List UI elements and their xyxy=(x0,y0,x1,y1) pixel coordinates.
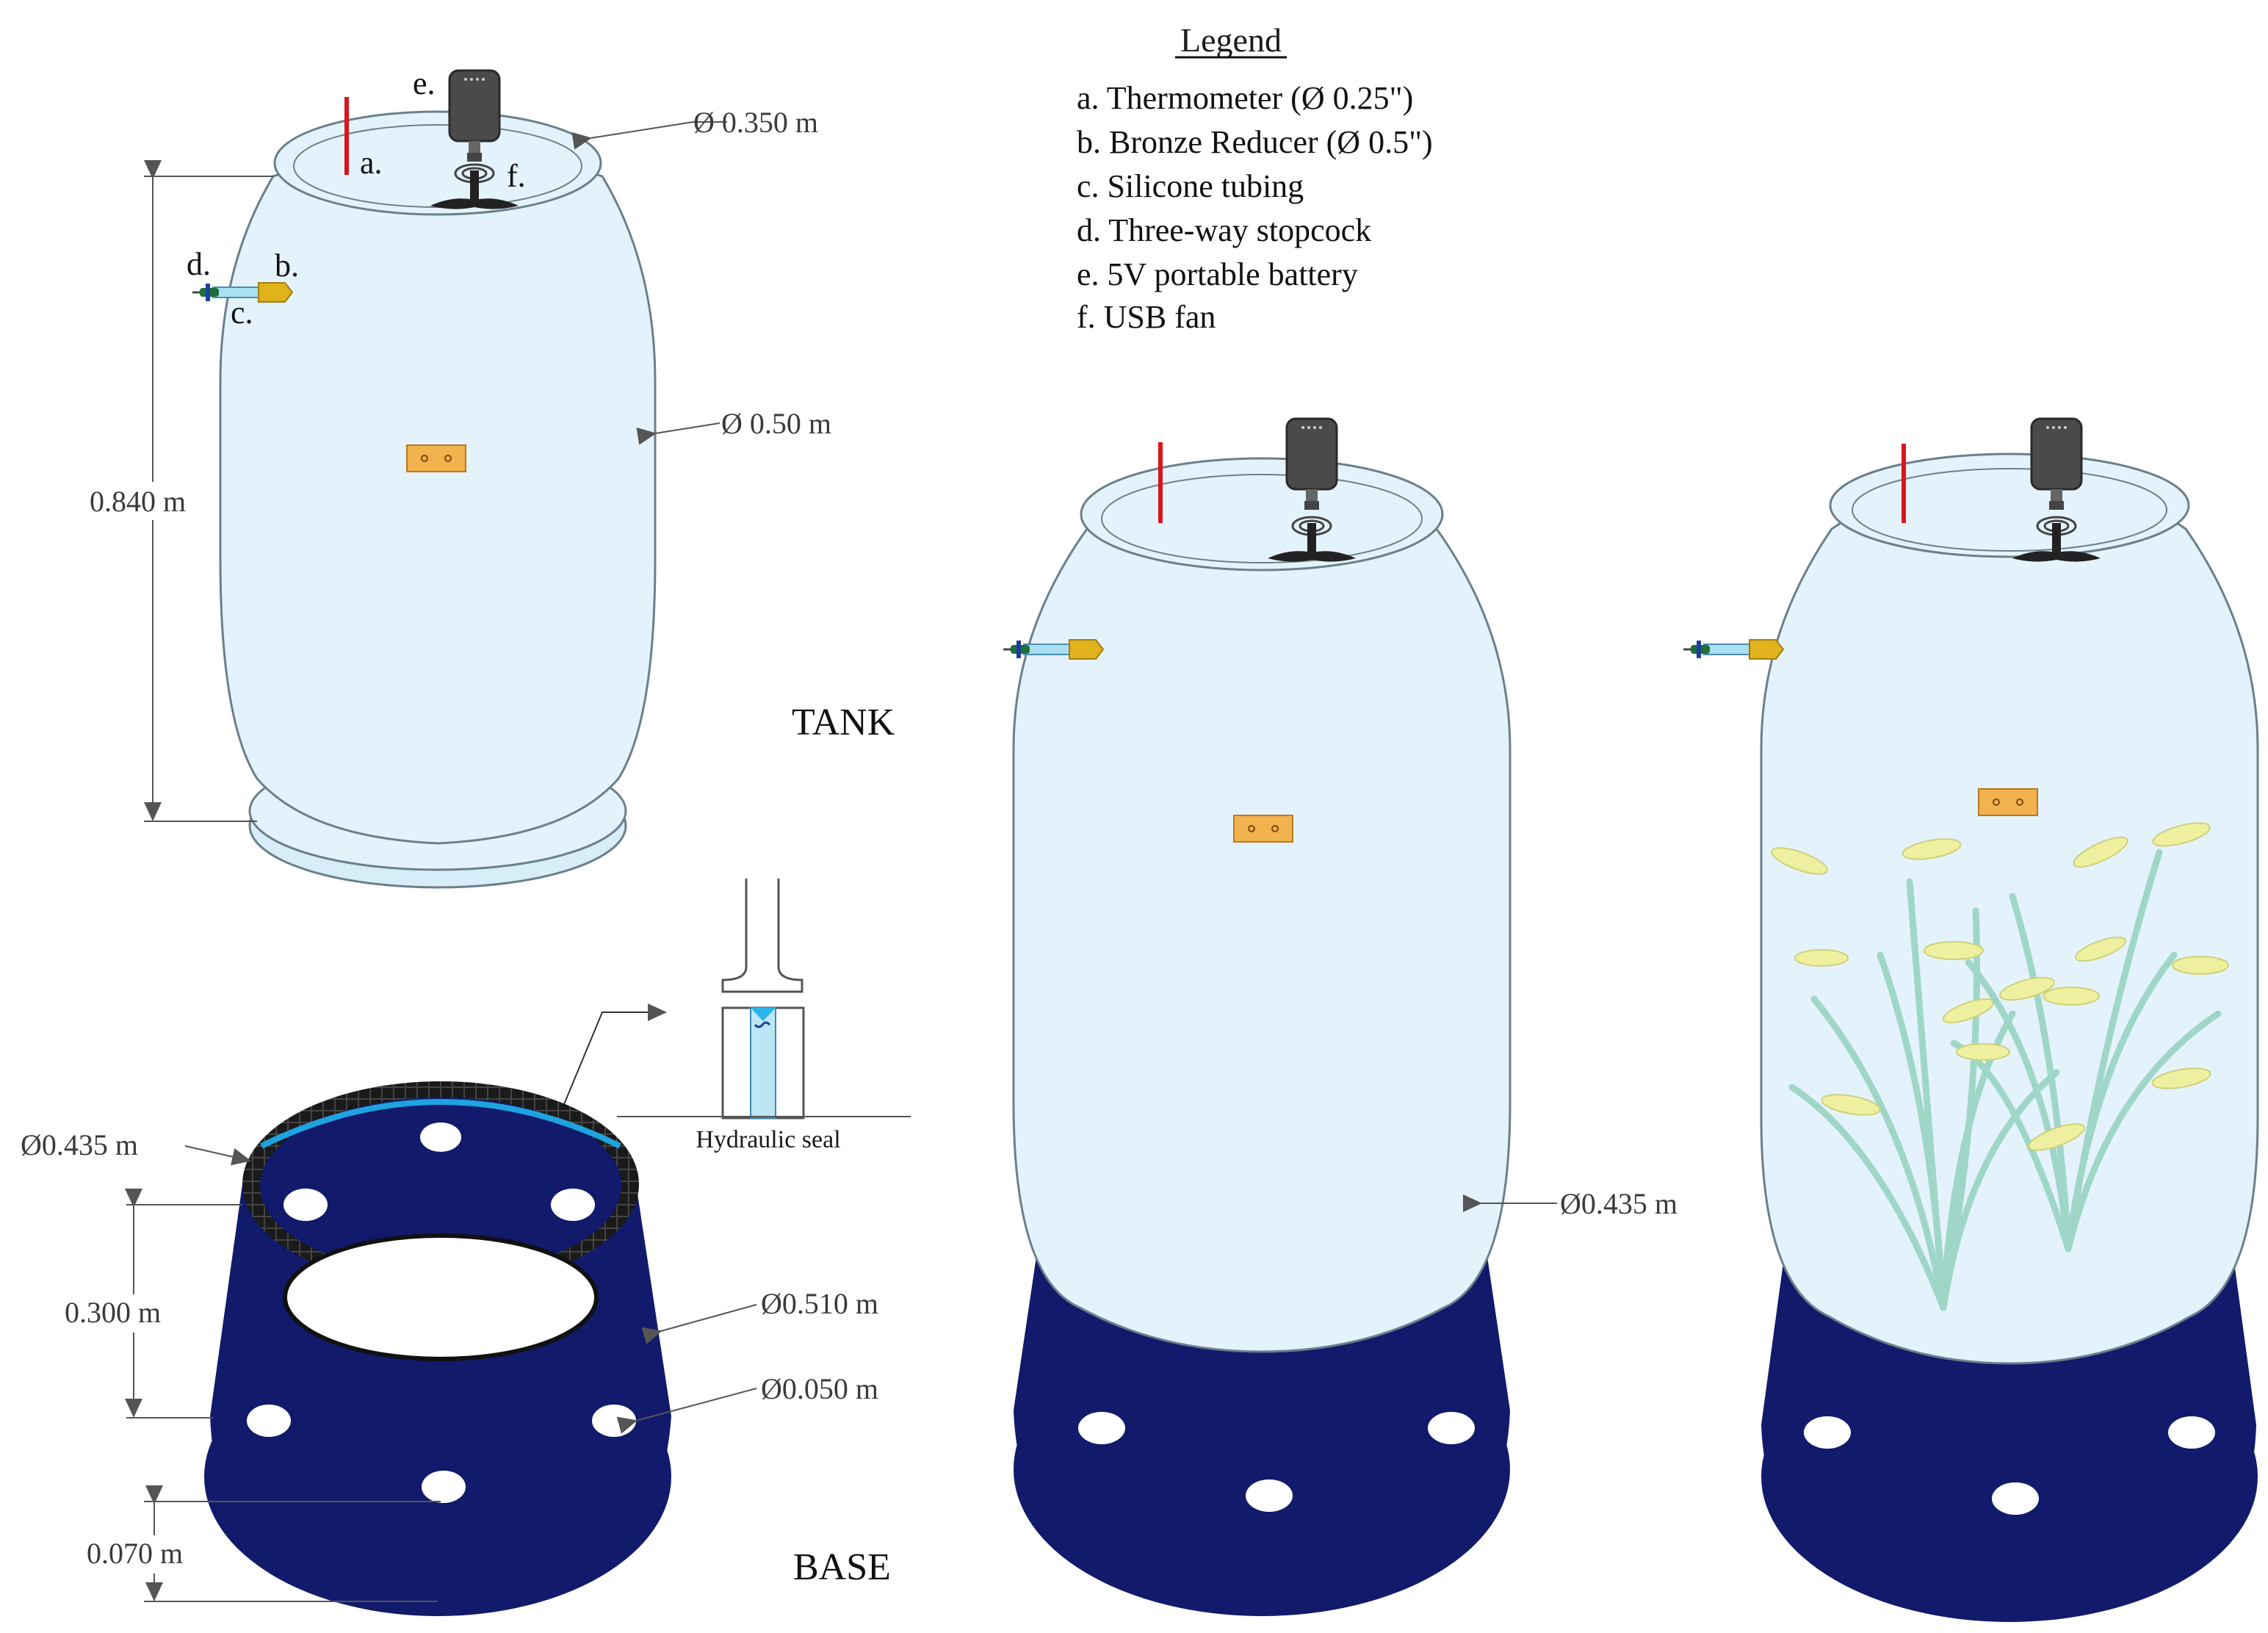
base-hole xyxy=(1246,1479,1293,1512)
legend-item-silicone-tubing: c. Silicone tubing xyxy=(1077,168,1304,204)
vent-plate-icon xyxy=(1978,788,2038,816)
assembly-right xyxy=(1682,417,2259,1622)
dim-hole-offset: 0.070 m xyxy=(87,1537,183,1570)
vent-plate-icon xyxy=(1233,815,1293,843)
base-hole xyxy=(420,1122,461,1152)
tank-top-rim xyxy=(273,110,602,216)
label-d: d. xyxy=(187,246,211,282)
base-hole xyxy=(247,1405,291,1437)
base-hole xyxy=(422,1471,466,1503)
base-drawing: Ø0.435 m 0.300 m Ø0.510 m Ø0.050 m 0.070… xyxy=(21,1081,878,1616)
base-seal-channel xyxy=(260,1099,621,1149)
label-f: f. xyxy=(507,158,526,194)
legend-item-bronze-reducer: b. Bronze Reducer (Ø 0.5") xyxy=(1077,124,1433,160)
base-label: BASE xyxy=(793,1546,891,1588)
base-hole xyxy=(1078,1412,1125,1444)
assembly-tank-body xyxy=(1012,476,1512,1353)
rice-grain-icons xyxy=(1771,822,2229,1151)
label-a: a. xyxy=(360,145,383,181)
legend-title: Legend xyxy=(1180,21,1282,59)
dim-tank-height: 0.840 m xyxy=(90,485,186,518)
dim-body-diameter: Ø 0.50 m xyxy=(721,407,831,440)
hydraulic-seal-leader xyxy=(562,1003,667,1109)
hydraulic-seal-label: Hydraulic seal xyxy=(696,1126,840,1153)
base-hole xyxy=(284,1189,328,1221)
label-b: b. xyxy=(275,248,299,284)
legend-item-stopcock: d. Three-way stopcock xyxy=(1077,212,1371,248)
assembly-middle: Ø0.435 m xyxy=(1002,417,1677,1616)
rice-plants-icon xyxy=(1788,848,2222,1311)
label-c: c. xyxy=(231,295,253,331)
hydraulic-seal-detail: Hydraulic seal xyxy=(562,879,911,1153)
sampling-port-icon xyxy=(1682,638,1785,660)
legend-item-battery: e. 5V portable battery xyxy=(1077,256,1358,292)
legend-item-thermometer: a. Thermometer (Ø 0.25") xyxy=(1077,80,1413,116)
legend: Legend a. Thermometer (Ø 0.25") b. Bronz… xyxy=(1077,21,1433,335)
dim-body-leader xyxy=(636,422,721,445)
label-e: e. xyxy=(413,65,436,101)
tank-label: TANK xyxy=(792,702,895,743)
base-hole xyxy=(551,1189,595,1221)
dim-top-diameter: Ø 0.350 m xyxy=(693,106,818,139)
legend-item-usb-fan: f. USB fan xyxy=(1077,299,1216,335)
dim-outer-diameter: Ø0.510 m xyxy=(761,1287,878,1320)
base-hole xyxy=(1428,1412,1475,1444)
assembly-tank-body xyxy=(1760,469,2259,1365)
dim-base-height: 0.300 m xyxy=(65,1296,161,1329)
base-hole xyxy=(1804,1416,1851,1449)
base-opening xyxy=(283,1233,599,1361)
base-hole xyxy=(2168,1416,2215,1449)
vent-plate-icon xyxy=(406,444,466,472)
dim-top-leader xyxy=(571,121,694,150)
dim-inner-diameter: Ø0.435 m xyxy=(21,1128,138,1161)
base-hole xyxy=(1992,1482,2039,1515)
dim-hole-diameter: Ø0.050 m xyxy=(761,1372,878,1405)
dim-seat-diameter: Ø0.435 m xyxy=(1560,1187,1677,1220)
base-hole xyxy=(592,1405,636,1437)
tank-drawing: a. e. f. d. b. c. Ø 0.350 m Ø 0.50 m 0.8… xyxy=(88,65,831,889)
